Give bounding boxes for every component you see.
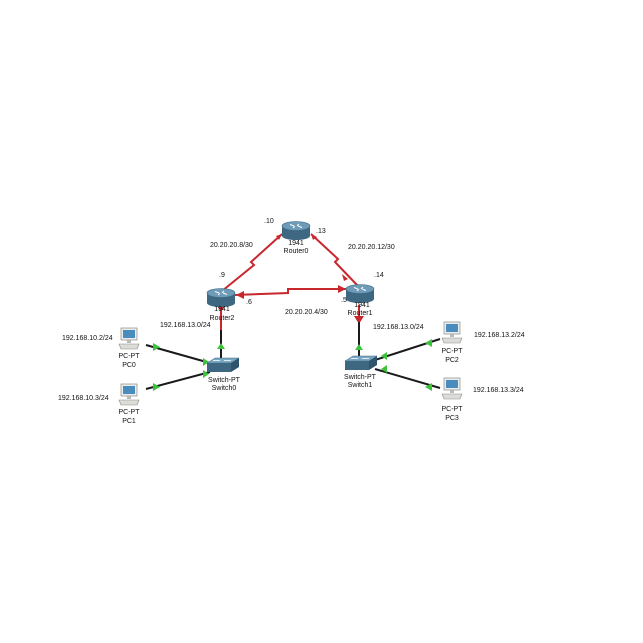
pc2[interactable]	[441, 321, 463, 344]
pc2-model-label: PC-PT	[442, 348, 464, 355]
link-arrow-router2-to-router0	[276, 234, 282, 240]
router-icon	[345, 284, 375, 303]
interface-label-router2-top: .9	[219, 272, 225, 279]
pc1[interactable]	[118, 383, 140, 406]
link-status-switch1-pc2	[381, 352, 387, 360]
host-ip-label-pc2: 192.168.13.2/24	[474, 332, 525, 339]
switch-icon	[206, 357, 240, 373]
switch1[interactable]	[344, 355, 378, 371]
link-status-switch0-pc0	[203, 358, 209, 366]
network-label-lan-right: 192.168.13.0/24	[373, 324, 424, 331]
link-status-switch1-pc3	[381, 365, 387, 373]
link-arrow-router2-from-router1	[236, 291, 244, 299]
interface-label-router1-left: .5	[341, 297, 347, 304]
link-status-pc0	[153, 343, 160, 351]
pc2-name-label: PC2	[445, 357, 459, 364]
router0[interactable]	[281, 221, 311, 241]
router1-model-label: 1941	[354, 302, 370, 309]
serial-link-router2-router0[interactable]	[221, 233, 283, 292]
serial-link-router0-router1[interactable]	[310, 233, 359, 287]
switch-icon	[344, 355, 378, 371]
link-arrow-router1-from-router0	[342, 274, 348, 281]
network-label-r2-r0: 20.20.20.8/30	[210, 242, 253, 249]
network-label-r2-r1: 20.20.20.4/30	[285, 309, 328, 316]
pc3-model-label: PC-PT	[442, 406, 464, 413]
router0-name-label: Router0	[284, 248, 309, 255]
link-status-switch1-router1	[355, 344, 363, 350]
link-status-switch0-router2	[217, 343, 225, 349]
pc-icon	[441, 377, 463, 400]
pc1-model-label: PC-PT	[119, 409, 141, 416]
router0-model-label: 1941	[288, 240, 304, 247]
pc0-model-label: PC-PT	[119, 353, 141, 360]
switch0[interactable]	[206, 357, 240, 373]
link-status-pc1	[153, 383, 160, 391]
interface-label-router2-right: .6	[246, 299, 252, 306]
router1-name-label: Router1	[348, 310, 373, 317]
switch0-name-label: Switch0	[212, 385, 237, 392]
interface-label-router0-right: .13	[316, 228, 326, 235]
host-ip-label-pc1: 192.168.10.3/24	[58, 395, 109, 402]
router-icon	[281, 221, 311, 240]
host-ip-label-pc3: 192.168.13.3/24	[473, 387, 524, 394]
switch1-model-label: Switch-PT	[344, 374, 377, 381]
link-status-pc3	[425, 383, 432, 391]
interface-label-router0-left: .10	[264, 218, 274, 225]
pc-icon	[441, 321, 463, 344]
pc3[interactable]	[441, 377, 463, 400]
switch1-name-label: Switch1	[348, 382, 373, 389]
link-status-pc2	[425, 339, 432, 347]
link-arrow-router0-to-router1	[311, 234, 317, 240]
router2-name-label: Router2	[210, 315, 235, 322]
network-label-lan-left: 192.168.13.0/24	[160, 322, 211, 329]
link-status-switch0-pc1	[203, 370, 209, 378]
link-arrow-router1-from-router2	[338, 285, 346, 293]
pc1-name-label: PC1	[122, 418, 136, 425]
pc0-name-label: PC0	[122, 362, 136, 369]
pc-icon	[118, 383, 140, 406]
pc0[interactable]	[118, 327, 140, 350]
pc-icon	[118, 327, 140, 350]
serial-link-router2-router1[interactable]	[233, 288, 347, 296]
interface-label-router1-top: .14	[374, 272, 384, 279]
pc3-name-label: PC3	[445, 415, 459, 422]
router2[interactable]	[206, 288, 236, 308]
router1[interactable]	[345, 284, 375, 304]
router-icon	[206, 288, 236, 307]
router2-model-label: 1941	[214, 306, 230, 313]
network-label-r0-r1: 20.20.20.12/30	[348, 244, 395, 251]
host-ip-label-pc0: 192.168.10.2/24	[62, 335, 113, 342]
switch0-model-label: Switch-PT	[208, 377, 241, 384]
link-arrow-router1-to-switch1	[354, 316, 364, 324]
